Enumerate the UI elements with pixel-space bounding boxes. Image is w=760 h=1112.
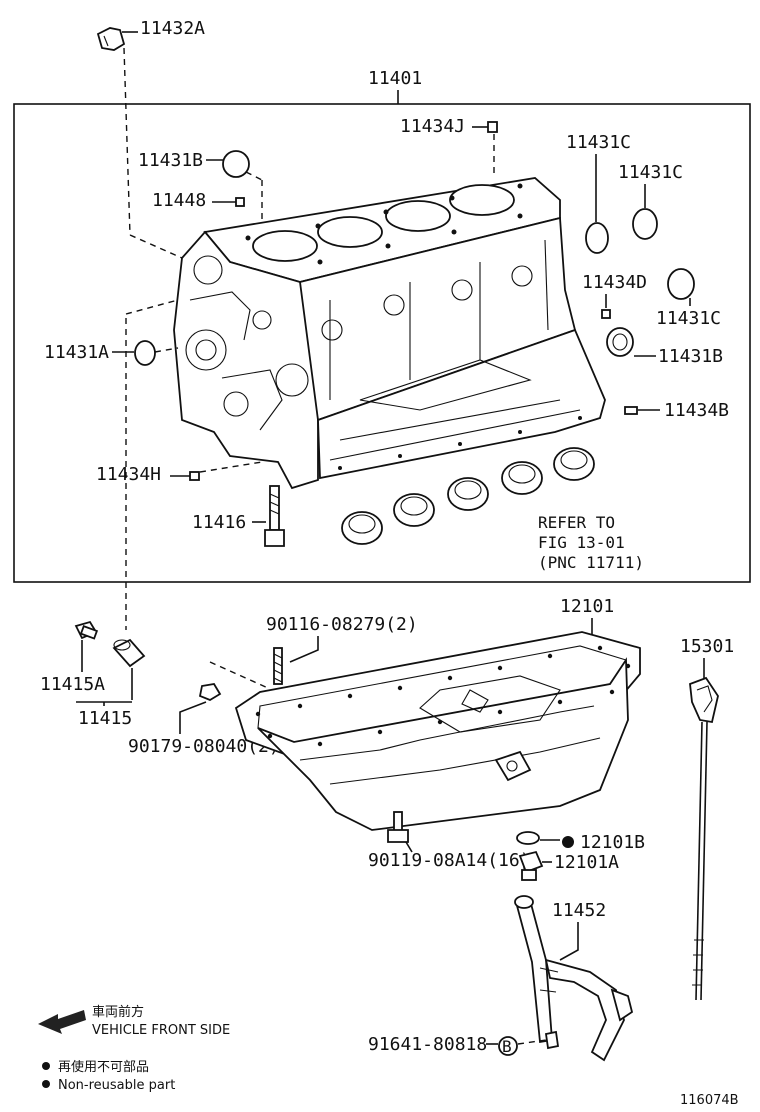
label-11431C-3: 11431C	[656, 308, 721, 329]
part-11434D-pin[interactable]	[601, 309, 611, 319]
front-arrow-icon	[38, 1010, 86, 1034]
ref-circle-b	[498, 1036, 518, 1056]
label-90179-08040: 90179-08040(2)	[128, 736, 280, 757]
label-11401: 11401	[368, 68, 422, 89]
label-11448: 11448	[152, 190, 206, 211]
bullet-icon	[42, 1080, 50, 1088]
part-90119-bolt[interactable]	[387, 811, 409, 843]
part-90116-stud[interactable]	[273, 647, 283, 685]
part-11401-cylinder-block[interactable]	[173, 177, 606, 490]
label-11431A: 11431A	[44, 342, 109, 363]
cylinder-block-assembly-frame	[13, 103, 751, 583]
part-11431B-plug-top[interactable]	[222, 150, 250, 178]
bullet-icon	[42, 1062, 50, 1070]
part-11431B-plug-right[interactable]	[606, 327, 634, 357]
legend-vehicle-front: 車両前方 VEHICLE FRONT SIDE	[38, 1004, 230, 1038]
part-11434B-pin[interactable]	[624, 406, 638, 415]
label-11431C-1: 11431C	[566, 132, 631, 153]
label-12101: 12101	[560, 596, 614, 617]
refer-note-line2: FIG 13-01	[538, 533, 625, 552]
part-11431C-plug-1[interactable]	[585, 222, 609, 254]
legend-front-en: VEHICLE FRONT SIDE	[92, 1023, 230, 1038]
label-11415: 11415	[78, 708, 132, 729]
label-11434J: 11434J	[400, 116, 465, 137]
part-11416-bolt[interactable]	[264, 485, 285, 547]
label-11431C-2: 11431C	[618, 162, 683, 183]
part-11431A-plug[interactable]	[134, 340, 156, 366]
part-11415-sleeve[interactable]	[112, 638, 146, 668]
refer-note-line3: (PNC 11711)	[538, 553, 644, 572]
part-12101A-drain-plug[interactable]	[518, 850, 544, 881]
part-11415A-bolt[interactable]	[74, 620, 99, 640]
label-90119-08A14: 90119-08A14(16)	[368, 850, 531, 871]
label-90116-08279: 90116-08279(2)	[266, 614, 418, 635]
label-11434B: 11434B	[664, 400, 729, 421]
label-11431B-top: 11431B	[138, 150, 203, 171]
legend-nonreuse-en: Non-reusable part	[58, 1078, 175, 1093]
part-12101B-gasket[interactable]	[516, 831, 540, 845]
part-90179-nut[interactable]	[198, 683, 222, 702]
label-11432A: 11432A	[140, 18, 205, 39]
label-11416: 11416	[192, 512, 246, 533]
part-91641-bolt[interactable]	[544, 1030, 560, 1050]
label-91641-80818: 91641-80818	[368, 1034, 487, 1055]
non-reusable-marker	[562, 836, 574, 848]
label-11434H: 11434H	[96, 464, 161, 485]
label-12101A: 12101A	[554, 852, 619, 873]
figure-id: 116074B	[680, 1093, 739, 1108]
part-11448-pin[interactable]	[235, 197, 245, 207]
part-11434J-pin[interactable]	[487, 121, 498, 133]
legend-front-jp: 車両前方	[92, 1004, 144, 1020]
bearing-3	[447, 477, 489, 511]
part-11432A-plug[interactable]	[96, 27, 126, 51]
bearing-4	[501, 461, 543, 495]
bearing-2	[393, 493, 435, 527]
part-15301-oil-dipstick[interactable]	[689, 676, 719, 1001]
label-11434D: 11434D	[582, 272, 647, 293]
ref-circle-b-letter: B	[502, 1037, 512, 1056]
label-15301: 15301	[680, 636, 734, 657]
label-11452: 11452	[552, 900, 606, 921]
bearing-1	[341, 511, 383, 545]
refer-note-line1: REFER TO	[538, 513, 615, 532]
legend-nonreuse-jp: 再使用不可部品	[58, 1059, 149, 1075]
crankshaft-bearing-set	[341, 447, 595, 545]
part-11452-oil-strainer[interactable]	[514, 895, 634, 1062]
bearing-5	[553, 447, 595, 481]
label-11415A: 11415A	[40, 674, 105, 695]
label-12101B: 12101B	[580, 832, 645, 853]
part-12101-oil-pan[interactable]	[234, 631, 641, 831]
legend-non-reusable: 再使用不可部品 Non-reusable part	[42, 1059, 175, 1093]
part-11434H-pin[interactable]	[189, 471, 200, 481]
part-11431C-plug-2[interactable]	[632, 208, 658, 240]
part-11431C-plug-3[interactable]	[667, 268, 695, 300]
label-11431B-right: 11431B	[658, 346, 723, 367]
